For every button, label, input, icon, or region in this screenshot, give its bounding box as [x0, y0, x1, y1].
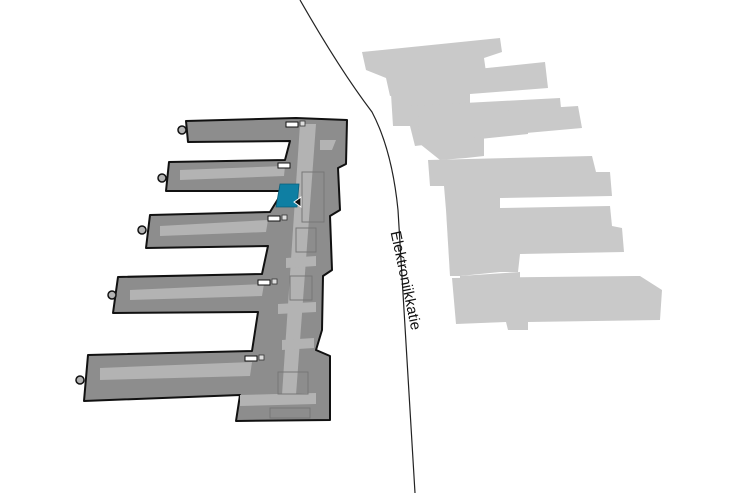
road-line — [299, 0, 416, 493]
neighbor-building — [362, 38, 662, 330]
you-are-here-marker — [293, 196, 302, 208]
stairs-icon — [258, 120, 306, 361]
room — [269, 171, 325, 419]
highlighted-room[interactable] — [275, 183, 300, 208]
wing-end-stair — [75, 125, 187, 385]
corridor — [100, 124, 336, 406]
main-building — [83, 117, 348, 422]
elevator-icon — [244, 121, 299, 362]
